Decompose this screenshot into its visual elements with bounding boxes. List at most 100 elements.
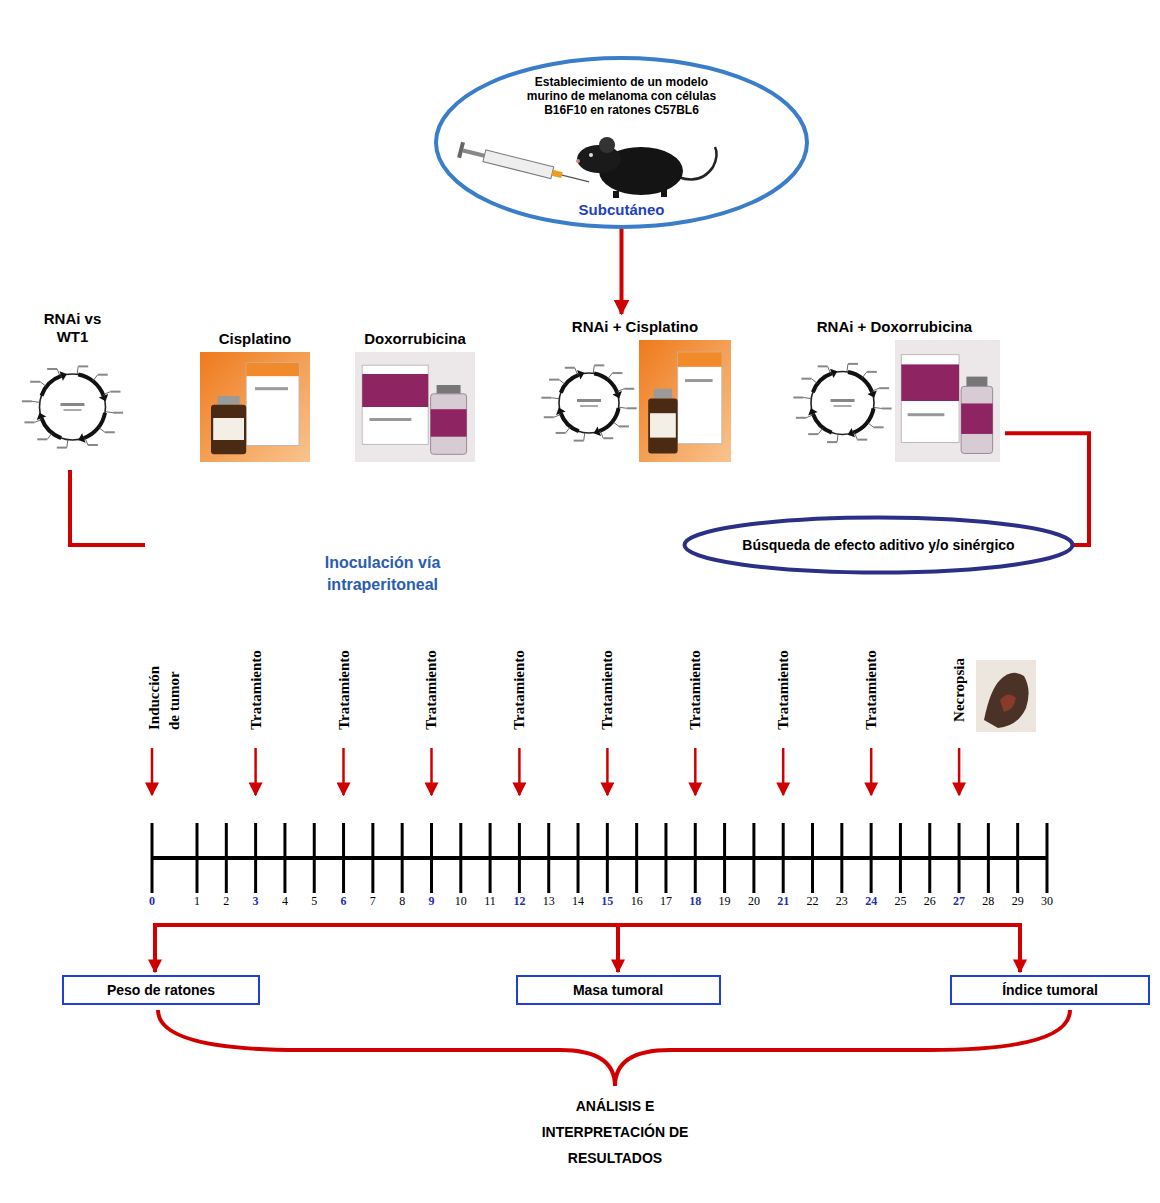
day-number: 23 bbox=[836, 894, 848, 909]
site-tag bbox=[624, 388, 634, 390]
plasmid-arrow bbox=[612, 391, 621, 398]
doxorubicin-photo bbox=[355, 352, 475, 462]
necropsy-photo bbox=[976, 660, 1036, 732]
timeline-tick bbox=[1016, 823, 1019, 893]
box-stripe bbox=[246, 363, 299, 376]
site-mark bbox=[566, 427, 571, 433]
site-mark bbox=[861, 372, 866, 378]
site-mark bbox=[593, 365, 594, 373]
bottle-label bbox=[961, 403, 993, 434]
day-number: 9 bbox=[428, 894, 434, 909]
event-label: Tratamiento bbox=[598, 650, 616, 730]
timeline-tick bbox=[225, 823, 228, 893]
treatment-image bbox=[539, 340, 639, 462]
plasmid-ring bbox=[811, 372, 874, 435]
treatment-group: RNAi + Cisplatino bbox=[535, 318, 735, 462]
plasmid-tag bbox=[833, 405, 851, 407]
site-tag bbox=[556, 432, 566, 434]
plasmid-gene bbox=[847, 372, 871, 392]
site-tag bbox=[549, 379, 559, 381]
plasmid-tag bbox=[830, 399, 854, 402]
site-mark bbox=[854, 432, 857, 439]
event-label: Tratamiento bbox=[335, 650, 353, 730]
day-number: 18 bbox=[689, 894, 701, 909]
site-mark bbox=[873, 407, 881, 408]
timeline-tick bbox=[489, 823, 492, 893]
site-tag bbox=[847, 363, 857, 365]
syringe-hub bbox=[552, 170, 563, 178]
day-number: 12 bbox=[513, 894, 525, 909]
plasmid-tag bbox=[64, 409, 82, 411]
bottle-label bbox=[431, 409, 467, 437]
doxorubicin-photo bbox=[895, 340, 1000, 462]
result-text: Índice tumoral bbox=[964, 981, 1136, 999]
day-number: 22 bbox=[807, 894, 819, 909]
timeline-tick bbox=[752, 823, 755, 893]
syringe-barrel bbox=[483, 150, 554, 179]
day-number: 5 bbox=[311, 894, 317, 909]
day-number: 21 bbox=[777, 894, 789, 909]
timeline-tick bbox=[313, 823, 316, 893]
plasmid-gene bbox=[812, 373, 831, 392]
day-number: 11 bbox=[484, 894, 496, 909]
plasmid-arrow bbox=[99, 394, 108, 401]
day-number: 1 bbox=[194, 894, 200, 909]
site-tag bbox=[827, 441, 837, 443]
plasmid-arrow bbox=[867, 391, 876, 398]
plasmid-tag bbox=[577, 399, 601, 402]
site-tag bbox=[619, 425, 629, 427]
plasmid-tag bbox=[580, 405, 598, 407]
site-mark bbox=[57, 369, 60, 376]
treatment-heading: RNAi + Doxorrubicina bbox=[786, 318, 1003, 336]
site-tag bbox=[544, 416, 554, 418]
site-tag bbox=[594, 364, 604, 366]
site-tag bbox=[22, 400, 32, 402]
site-mark bbox=[617, 389, 624, 392]
site-mark bbox=[32, 401, 40, 402]
site-tag bbox=[603, 437, 613, 439]
box-stripe bbox=[678, 352, 722, 367]
timeline-tick bbox=[283, 823, 286, 893]
site-mark bbox=[803, 398, 811, 399]
day-number: 26 bbox=[924, 894, 936, 909]
day-number: 20 bbox=[748, 894, 760, 909]
site-tag bbox=[105, 431, 115, 433]
site-mark bbox=[867, 422, 873, 427]
plasmid-tag bbox=[61, 403, 85, 406]
plasmid-arrow bbox=[577, 370, 584, 379]
photo-ground bbox=[200, 352, 310, 462]
route-label: Subcutáneo bbox=[433, 201, 810, 219]
site-tag bbox=[627, 407, 637, 409]
timeline-arrows bbox=[152, 748, 959, 795]
timeline-arrow bbox=[430, 748, 433, 795]
timeline-tick bbox=[577, 823, 580, 893]
site-mark bbox=[613, 421, 619, 426]
cisplatin-photo bbox=[639, 340, 731, 462]
plasmid-arrow bbox=[556, 408, 565, 415]
site-mark bbox=[619, 407, 627, 408]
plasmid-gene bbox=[41, 418, 61, 438]
site-tag bbox=[793, 397, 803, 399]
mouse-tail bbox=[678, 147, 717, 179]
timeline-tick bbox=[723, 823, 726, 893]
site-tag bbox=[113, 412, 123, 414]
plasmid-ground bbox=[539, 340, 639, 462]
day-number: 30 bbox=[1041, 894, 1053, 909]
event-label: Tratamiento bbox=[510, 650, 528, 730]
treatment-group: Doxorrubicina bbox=[350, 330, 480, 462]
drug-box bbox=[678, 352, 722, 444]
syringe-plunger bbox=[463, 149, 485, 158]
site-tag bbox=[873, 426, 883, 428]
timeline-tick bbox=[782, 823, 785, 893]
day-number: 15 bbox=[601, 894, 613, 909]
results-arrow bbox=[616, 925, 620, 972]
treatment-image bbox=[10, 350, 135, 460]
site-tag bbox=[541, 397, 551, 399]
timeline-tick bbox=[151, 823, 154, 893]
day-number: 2 bbox=[223, 894, 229, 909]
site-mark bbox=[846, 364, 847, 372]
box-print bbox=[685, 379, 713, 382]
timeline-tick bbox=[606, 823, 609, 893]
plasmid-gene bbox=[84, 413, 105, 438]
site-mark bbox=[551, 398, 559, 399]
